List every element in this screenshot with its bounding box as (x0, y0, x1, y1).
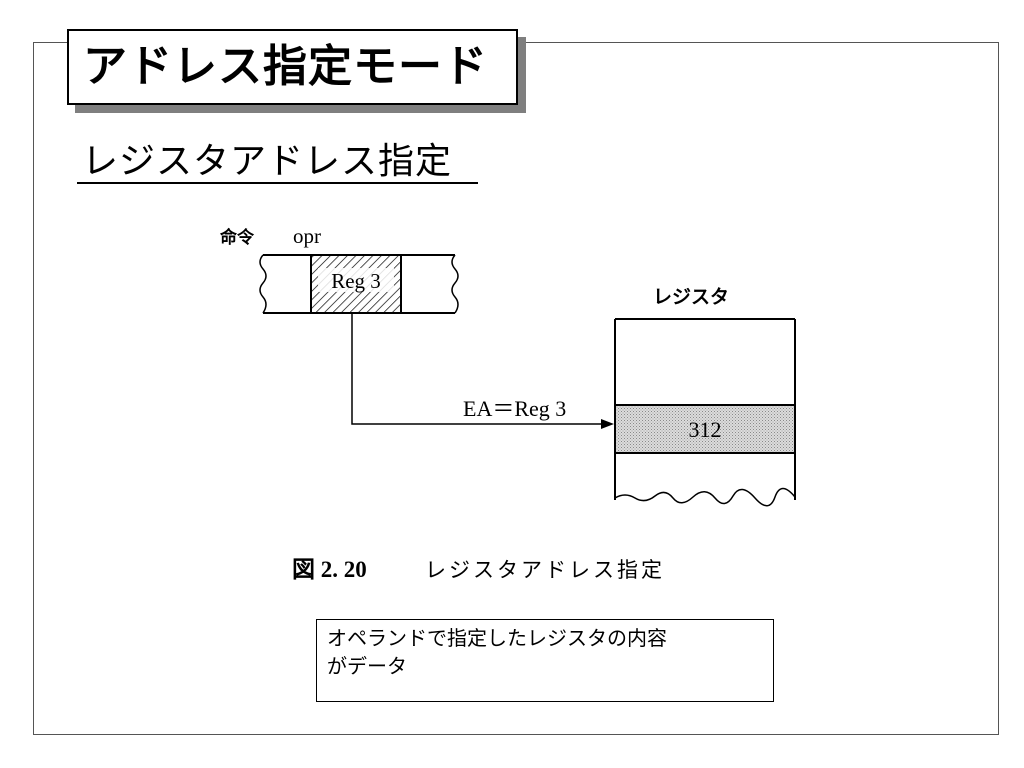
subtitle-underline (77, 182, 478, 184)
figure-caption: レジスタアドレス指定 (425, 558, 665, 582)
figure-number: 図 2. 20 (292, 557, 367, 582)
note-line-2: がデータ (327, 654, 407, 678)
register-file-label: レジスタ (653, 286, 729, 308)
register-file (614, 318, 796, 507)
operand-value: Reg 3 (331, 269, 381, 293)
instruction-word (259, 254, 459, 314)
register-content: 312 (689, 417, 722, 442)
note-box: オペランドで指定したレジスタの内容 がデータ (316, 619, 774, 702)
note-line-1: オペランドで指定したレジスタの内容 (327, 626, 667, 650)
slide-title: アドレス指定モード (67, 29, 518, 105)
operand-label: opr (293, 224, 321, 248)
effective-address-arrow (351, 313, 614, 429)
slide-subtitle: レジスタアドレス指定 (82, 141, 453, 182)
register-3-cell (614, 404, 796, 454)
effective-address-label: EA＝Reg 3 (463, 396, 566, 421)
instruction-label: 命令 (219, 227, 255, 248)
